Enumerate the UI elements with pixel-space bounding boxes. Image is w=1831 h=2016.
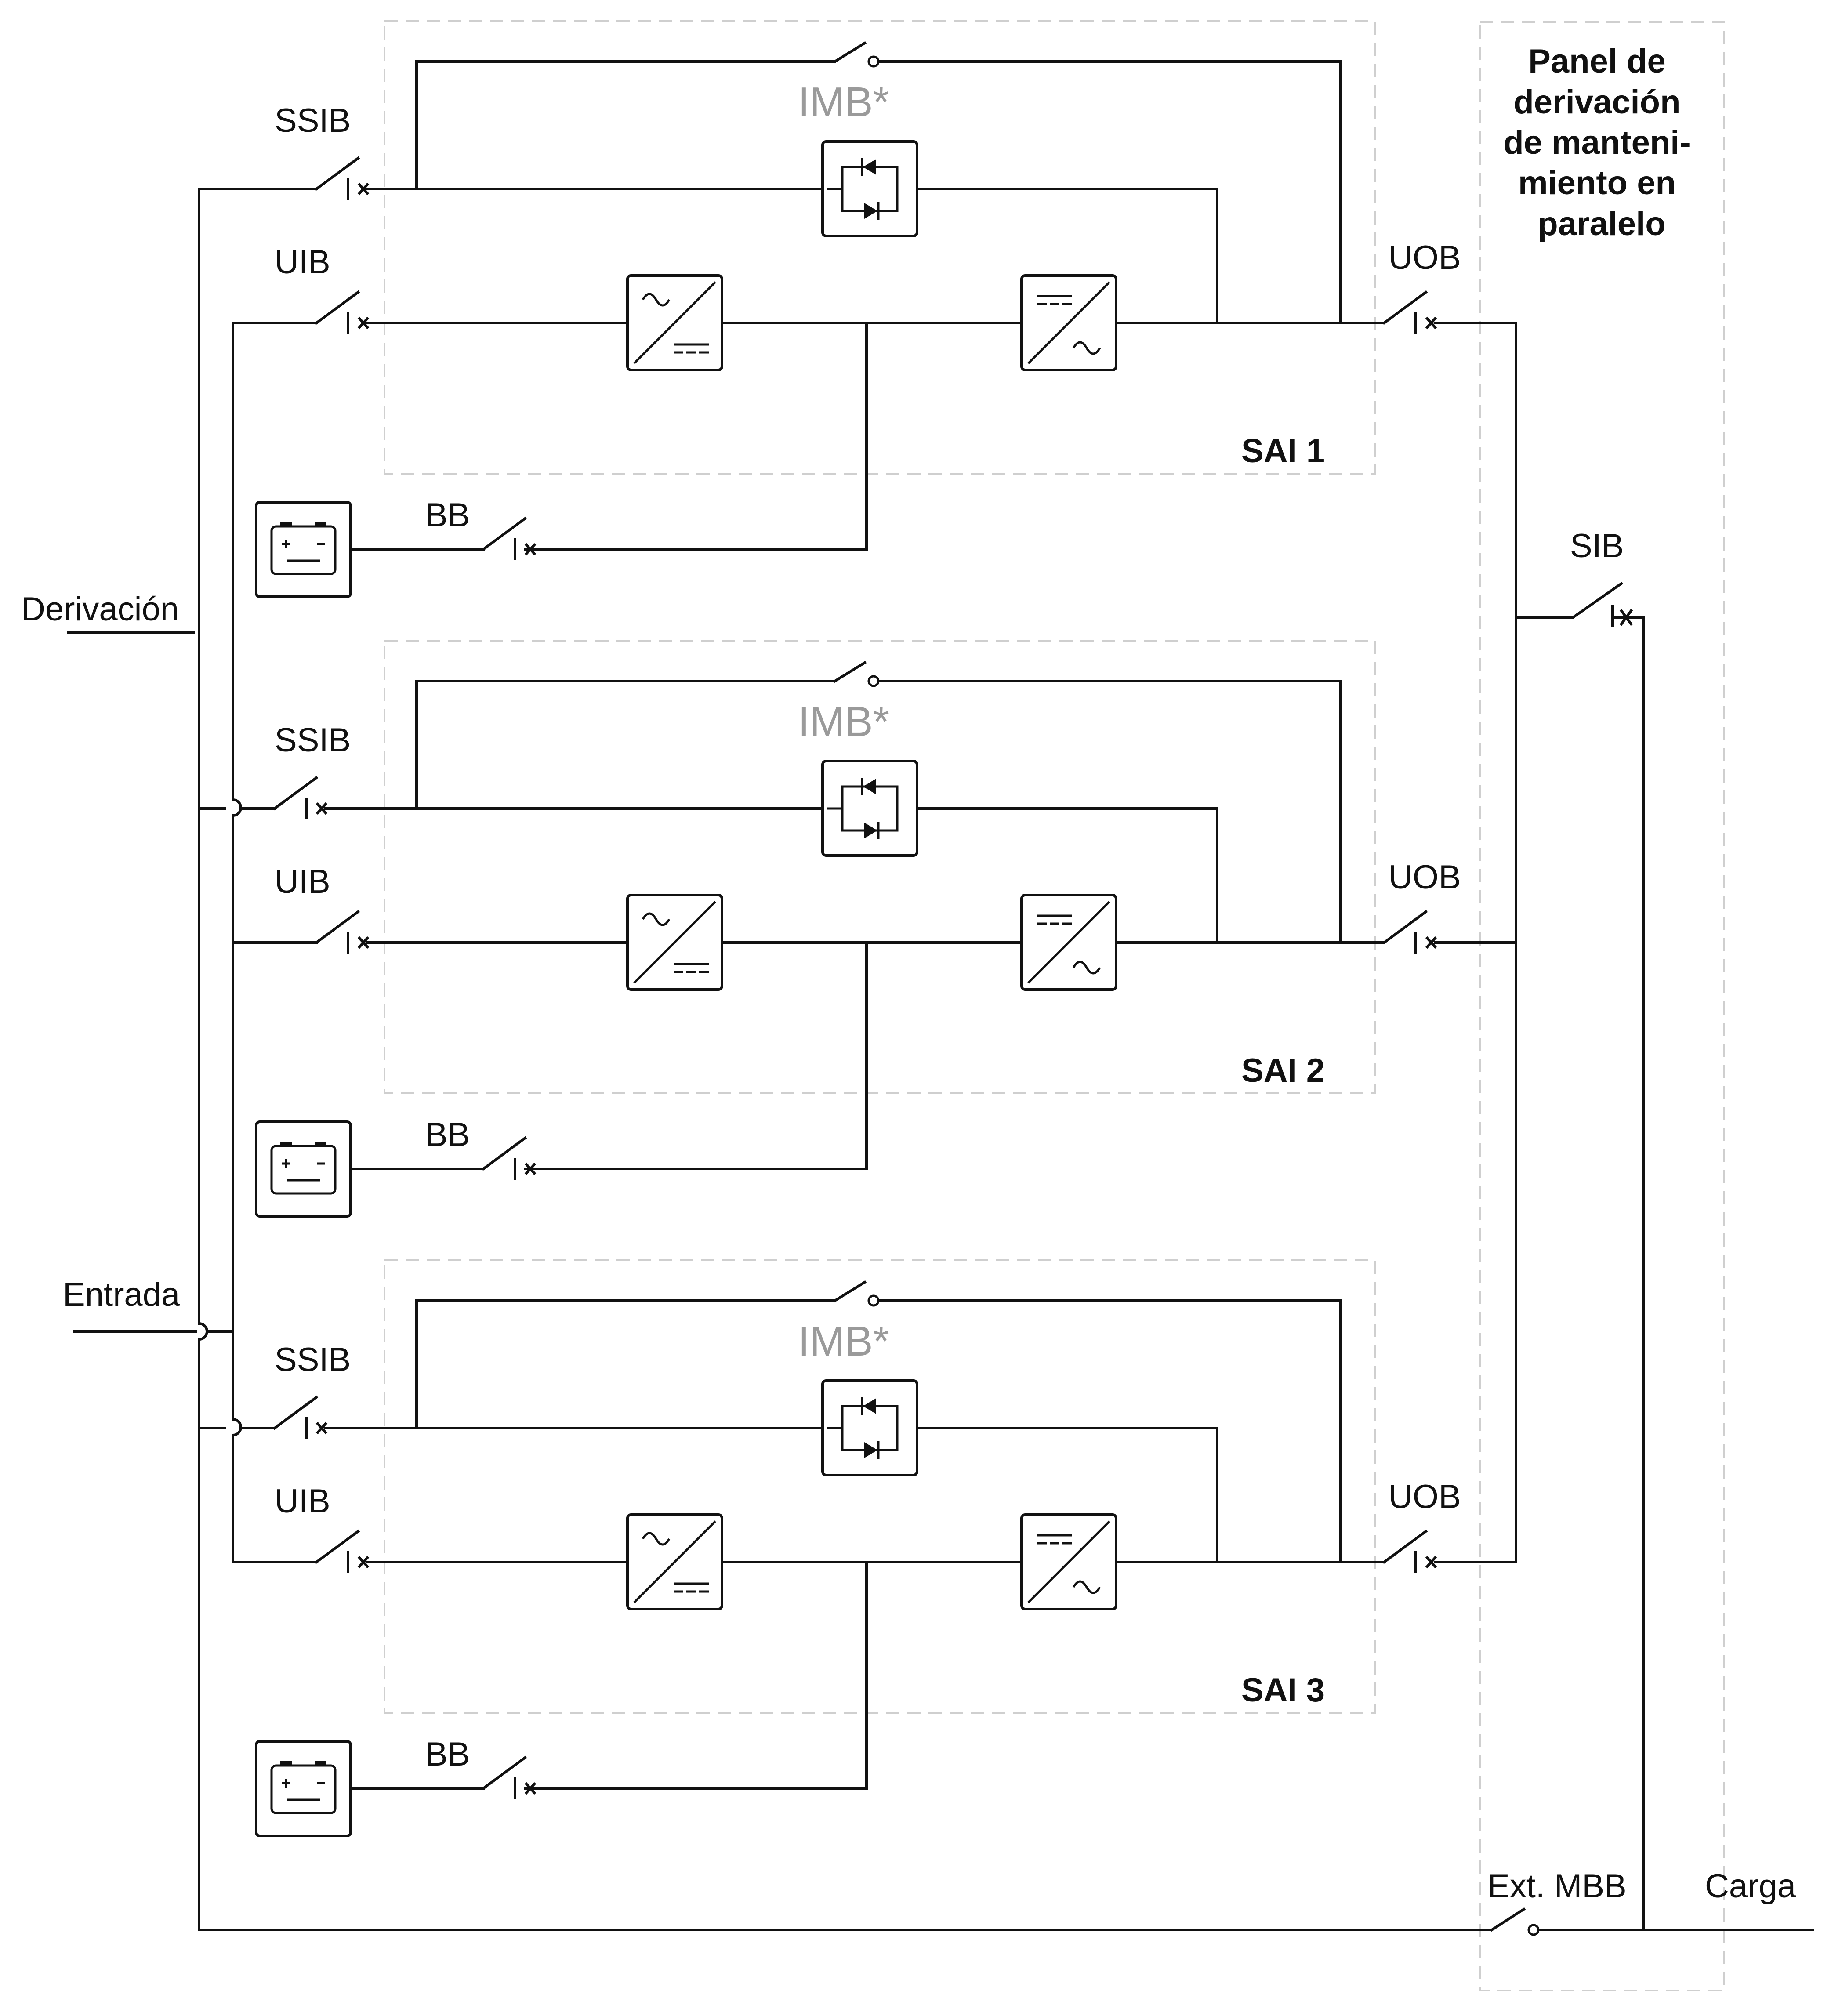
sai-1-ssib-label: SSIB: [275, 102, 351, 139]
bypass-panel-frame: [1479, 21, 1725, 1991]
sai-3-bb-label: BB: [425, 1736, 470, 1773]
sai-3-frame: [384, 1259, 1376, 1714]
sai-2-uob-label: UOB: [1389, 859, 1461, 896]
sai-2-inverter: [1020, 894, 1117, 991]
sai-1-rectifier: [626, 274, 723, 371]
sib-label: SIB: [1570, 527, 1624, 565]
ext-mbb-label: Ext. MBB: [1487, 1867, 1627, 1905]
sai-1-battery-feed: [524, 322, 868, 551]
sai-3-uib-switch[interactable]: [314, 1529, 629, 1573]
sai-3-imb-switch[interactable]: [833, 1280, 1342, 1307]
sai-2-imb-switch[interactable]: [833, 660, 1342, 687]
input-bus: [232, 322, 242, 1563]
sai-2-rectifier: [626, 894, 723, 991]
derivacion-label: Derivación: [21, 591, 179, 628]
sai-1-static-out: [916, 188, 1218, 324]
sai-2-uob-switch[interactable]: [1382, 910, 1517, 954]
sai-1-inverter: [1020, 274, 1117, 371]
sai-3-uob-switch[interactable]: [1382, 1529, 1517, 1573]
sib-switch[interactable]: [1571, 581, 1642, 627]
sai-3-name-label: SAI 3: [1241, 1672, 1325, 1709]
sai-1-uob-label: UOB: [1389, 239, 1461, 276]
sai-1-frame: [384, 20, 1376, 475]
sai-1-module: IMB* SSIB UIB UOB BB SAI 1: [198, 20, 1517, 598]
sai-1-bb-switch[interactable]: [481, 516, 537, 560]
sai-2-ssib-switch[interactable]: [272, 776, 418, 819]
sai-3-ssib-switch[interactable]: [272, 1395, 418, 1439]
entrada-label: Entrada: [63, 1276, 180, 1313]
sai-3-static-out: [916, 1427, 1218, 1563]
panel-title-line-3: de manteni-: [1503, 124, 1691, 161]
panel-title-line-2: derivación: [1513, 83, 1680, 121]
sai-3-battery-feed: [524, 1561, 868, 1790]
sai-3-uib-label: UIB: [275, 1483, 330, 1520]
sai-2-battery: [255, 1120, 352, 1218]
sai-3-battery: [255, 1740, 352, 1837]
sai-1-uib-switch[interactable]: [314, 290, 629, 334]
sai-3-imb-label: IMB*: [798, 1318, 889, 1365]
ext-mbb-switch[interactable]: [1490, 1907, 1540, 1936]
sai-1-name-label: SAI 1: [1241, 432, 1325, 470]
sai-3-static-switch: [821, 1379, 918, 1476]
sai-2-uib-label: UIB: [275, 863, 330, 900]
sai-2-static-out: [916, 807, 1218, 944]
sai-2-bb-label: BB: [425, 1116, 470, 1153]
panel-title-line-1: Panel de: [1528, 43, 1666, 80]
sai-2-ssib-label: SSIB: [275, 722, 351, 759]
carga-label: Carga: [1705, 1867, 1796, 1905]
sai-2-name-label: SAI 2: [1241, 1052, 1325, 1089]
sai-2-uib-switch[interactable]: [314, 910, 629, 954]
sai-1-battery: [255, 501, 352, 598]
sai-2-battery-feed: [524, 941, 868, 1170]
sai-1-uib-label: UIB: [275, 243, 330, 281]
sai-3-rectifier: [626, 1513, 723, 1610]
sai-2-imb-label: IMB*: [798, 698, 889, 745]
sai-3-module: IMB* SSIB UIB UOB BB SAI 3: [198, 1259, 1517, 1837]
sai-3-bb-switch[interactable]: [481, 1755, 537, 1799]
panel-title: Panel de derivación de manteni- miento e…: [1503, 43, 1700, 243]
sai-1-uob-switch[interactable]: [1382, 290, 1517, 334]
sai-3-ssib-label: SSIB: [275, 1341, 351, 1378]
sai-1-bb-label: BB: [425, 497, 470, 534]
sai-2-bb-switch[interactable]: [481, 1136, 537, 1180]
sai-3-inverter: [1020, 1513, 1117, 1610]
sai-1-static-switch: [821, 140, 918, 237]
sai-2-frame: [384, 640, 1376, 1094]
sai-1-imb-switch[interactable]: [833, 41, 1342, 68]
bypass-bus: [198, 188, 208, 1931]
sai-1-ssib-switch[interactable]: [314, 156, 418, 200]
panel-title-line-5: paralelo: [1537, 205, 1665, 243]
sai-1-imb-label: IMB*: [798, 79, 889, 126]
panel-title-line-4: miento en: [1518, 164, 1676, 202]
sai-2-module: IMB* SSIB UIB UOB BB SAI 2: [198, 640, 1517, 1218]
sai-2-static-switch: [821, 760, 918, 857]
sai-3-uob-label: UOB: [1389, 1478, 1461, 1516]
